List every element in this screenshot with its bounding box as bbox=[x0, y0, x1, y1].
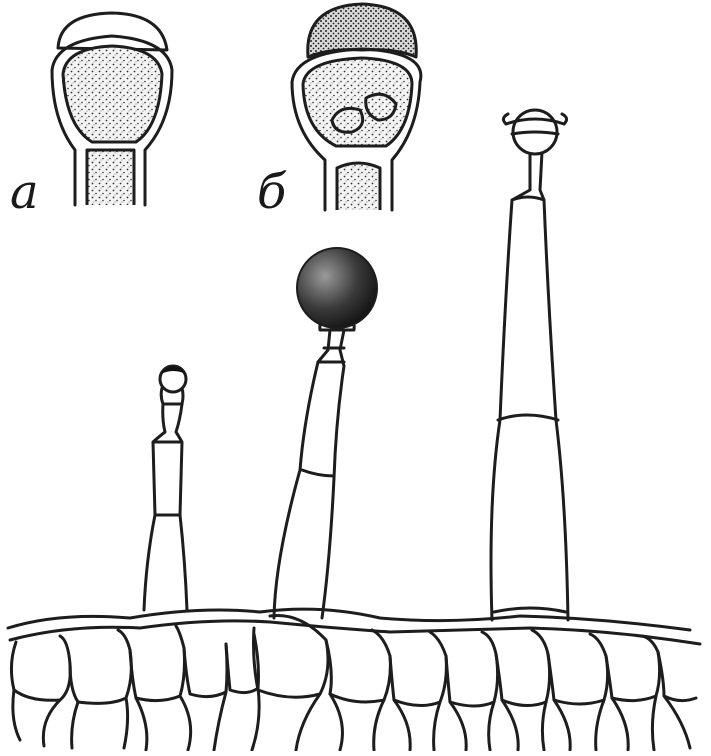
subepidermal-layer bbox=[13, 688, 690, 750]
hair-medium-septum-1 bbox=[302, 470, 334, 476]
epidermal-cell-3 bbox=[130, 626, 185, 701]
hair-tall-septum-3 bbox=[494, 608, 566, 612]
hair-short-left-edge bbox=[144, 388, 165, 610]
epidermal-cell-4 bbox=[184, 644, 227, 697]
hair-tall bbox=[491, 110, 568, 620]
hair-tall-septum-1 bbox=[498, 415, 558, 420]
epidermis bbox=[8, 609, 700, 750]
epidermal-cell-11 bbox=[548, 634, 608, 704]
epidermal-cell-2 bbox=[70, 630, 131, 703]
detail-b bbox=[292, 4, 421, 210]
secretory-cell-a bbox=[63, 46, 162, 142]
epidermal-cell-9 bbox=[446, 632, 498, 706]
hair-medium-right-edge bbox=[322, 330, 344, 618]
hair-tall-right-edge bbox=[540, 152, 568, 620]
epidermal-cell-10 bbox=[496, 630, 550, 706]
hair-tall-septum-2 bbox=[512, 197, 544, 200]
hair-short-right-edge bbox=[176, 388, 187, 610]
label-a: а bbox=[10, 168, 39, 216]
hair-medium-head bbox=[297, 248, 377, 328]
epidermal-cell-7 bbox=[326, 630, 390, 702]
epidermal-cell-8 bbox=[390, 632, 446, 706]
epidermal-cell-1 bbox=[11, 636, 70, 700]
epidermal-cell-13 bbox=[658, 652, 696, 701]
epidermal-cell-12 bbox=[606, 636, 660, 701]
hair-medium bbox=[274, 248, 377, 618]
stalk-cell-b bbox=[337, 163, 380, 210]
detail-a bbox=[52, 13, 172, 205]
stalk-cell-a bbox=[87, 150, 134, 205]
label-b: б bbox=[257, 168, 286, 216]
hair-short bbox=[144, 366, 187, 610]
hair-tall-left-edge bbox=[491, 152, 530, 620]
